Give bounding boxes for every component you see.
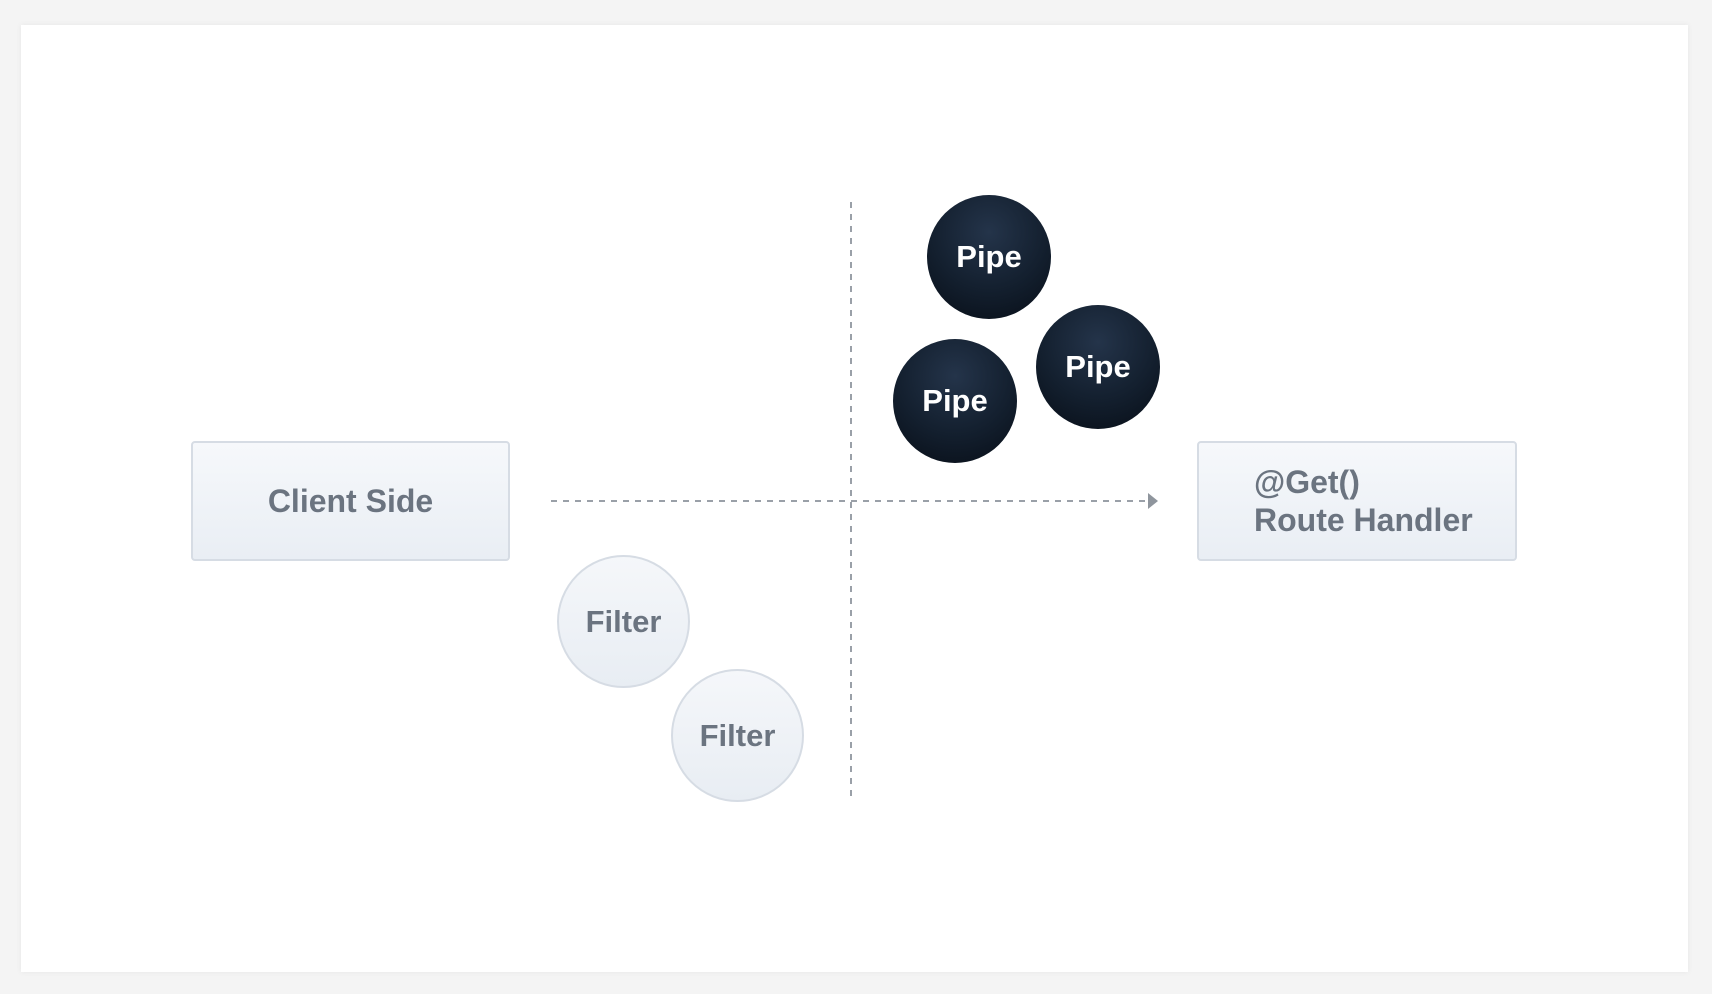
route-handler-box: @Get() Route Handler bbox=[1197, 441, 1517, 561]
pipe-label: Pipe bbox=[956, 239, 1022, 274]
pipe-circle: Pipe bbox=[927, 195, 1051, 319]
client-side-box: Client Side bbox=[191, 441, 510, 561]
filter-label: Filter bbox=[585, 603, 662, 639]
arrow-head-icon bbox=[1148, 493, 1158, 509]
pipe-circle: Pipe bbox=[893, 339, 1017, 463]
route-handler-decorator-label: @Get() bbox=[1254, 464, 1360, 500]
client-side-label: Client Side bbox=[267, 482, 434, 519]
filter-label: Filter bbox=[699, 717, 776, 753]
pipe-circle: Pipe bbox=[1036, 305, 1160, 429]
route-handler-label: Route Handler bbox=[1254, 502, 1473, 538]
pipe-label: Pipe bbox=[922, 383, 988, 418]
pipe-label: Pipe bbox=[1065, 349, 1131, 384]
filter-circle: Filter bbox=[557, 555, 690, 688]
filter-circle: Filter bbox=[671, 669, 804, 802]
